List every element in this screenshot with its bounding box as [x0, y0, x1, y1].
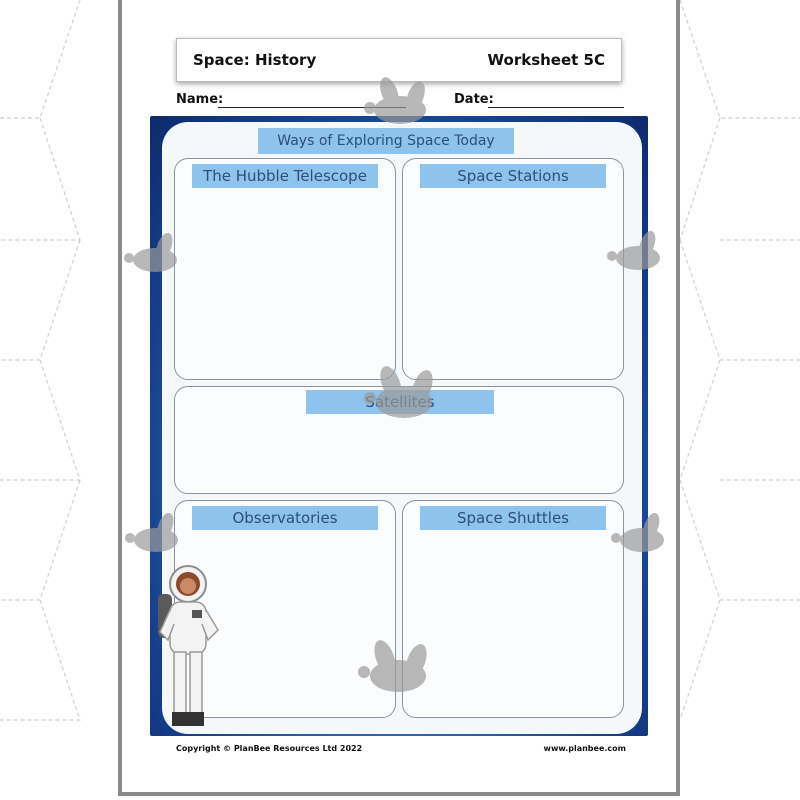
date-label: Date:	[454, 92, 494, 107]
hubble-label: The Hubble Telescope	[192, 164, 378, 188]
worksheet-title: Ways of Exploring Space Today	[258, 128, 514, 154]
observatories-label: Observatories	[192, 506, 378, 530]
worksheet-number: Worksheet 5C	[487, 51, 605, 69]
website-link[interactable]: www.planbee.com	[543, 744, 626, 753]
name-field-line[interactable]	[218, 107, 406, 108]
satellites-label: Satellites	[306, 390, 494, 414]
shuttles-box[interactable]	[402, 500, 624, 718]
hubble-box[interactable]	[174, 158, 396, 380]
name-label: Name:	[176, 92, 224, 107]
stations-label: Space Stations	[420, 164, 606, 188]
date-field-line[interactable]	[488, 107, 624, 108]
worksheet-header: Space: History Worksheet 5C	[176, 38, 622, 82]
subject-title: Space: History	[193, 51, 317, 69]
astronaut-illustration	[158, 565, 219, 726]
stations-box[interactable]	[402, 158, 624, 380]
shuttles-label: Space Shuttles	[420, 506, 606, 530]
copyright-text: Copyright © PlanBee Resources Ltd 2022	[176, 744, 363, 753]
